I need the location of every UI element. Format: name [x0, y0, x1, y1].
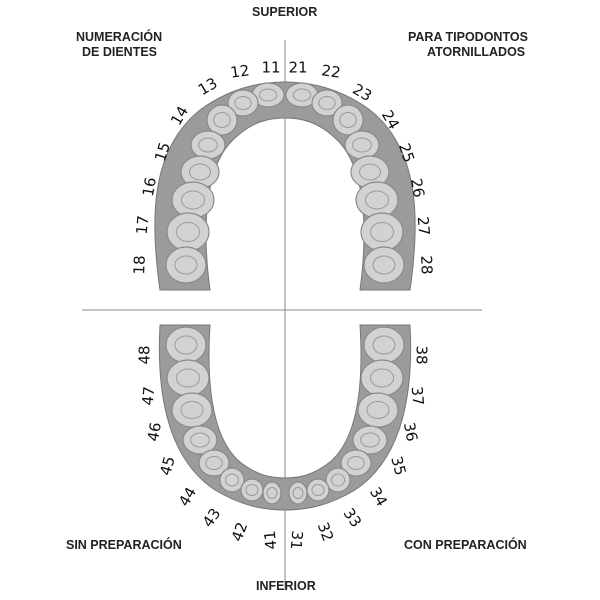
tooth-number-32: 32: [314, 520, 337, 544]
lower-left-tooth: [352, 425, 388, 455]
upper-right-tooth: [206, 104, 238, 136]
lower-left-tooth: [340, 449, 372, 477]
lower-right-tooth: [165, 326, 207, 364]
tooth-number-31: 31: [287, 530, 307, 551]
tooth-number-16: 16: [139, 176, 160, 198]
lower-right-tooth: [182, 425, 218, 455]
numeracion-title-line2: DE DIENTES: [82, 45, 158, 59]
tooth-number-44: 44: [175, 484, 200, 510]
con-preparacion-label: CON PREPARACIÓN: [404, 538, 527, 552]
tooth-number-17: 17: [133, 215, 153, 236]
lower-left-tooth: [288, 481, 308, 505]
lower-left-tooth: [357, 392, 399, 428]
tooth-number-36: 36: [400, 421, 421, 443]
upper-left-tooth: [350, 155, 390, 189]
lower-left-tooth: [325, 467, 351, 493]
upper-left-tooth: [360, 212, 404, 252]
tooth-number-47: 47: [139, 386, 159, 407]
tooth-number-48: 48: [136, 345, 154, 364]
upper-right-tooth: [180, 155, 220, 189]
tooth-number-13: 13: [195, 74, 221, 99]
tooth-number-25: 25: [395, 141, 418, 165]
upper-left-tooth: [344, 130, 380, 160]
tooth-number-33: 33: [340, 505, 366, 531]
tooth-number-12: 12: [229, 61, 250, 81]
tipodontos-title-line2: ATORNILLADOS: [427, 45, 526, 59]
upper-right-tooth: [171, 181, 215, 219]
tooth-number-26: 26: [407, 177, 428, 199]
tooth-number-34: 34: [366, 484, 391, 510]
upper-right-tooth: [166, 212, 210, 252]
tooth-number-21: 21: [288, 59, 307, 77]
upper-arch: [154, 81, 416, 291]
upper-left-tooth: [363, 246, 405, 284]
upper-left-tooth: [355, 181, 399, 219]
lower-left-tooth: [360, 359, 404, 397]
lower-left-tooth: [363, 326, 405, 364]
lower-arch: [158, 324, 412, 511]
lower-right-tooth: [240, 478, 264, 502]
upper-left-tooth: [285, 82, 319, 108]
lower-right-tooth: [219, 467, 245, 493]
superior-label: SUPERIOR: [252, 5, 318, 19]
tooth-number-28: 28: [417, 255, 436, 275]
tooth-number-41: 41: [261, 530, 281, 551]
tooth-number-35: 35: [387, 454, 409, 477]
tooth-number-37: 37: [408, 386, 428, 407]
lower-right-tooth: [198, 449, 230, 477]
upper-left-tooth: [311, 89, 343, 117]
tooth-number-38: 38: [413, 345, 431, 364]
sin-preparacion-label: SIN PREPARACIÓN: [66, 538, 182, 552]
tooth-number-42: 42: [228, 520, 251, 544]
upper-right-tooth: [227, 89, 259, 117]
tooth-number-46: 46: [144, 421, 165, 443]
lower-right-tooth: [262, 481, 282, 505]
tooth-number-27: 27: [414, 216, 434, 237]
tooth-number-22: 22: [320, 61, 341, 81]
lower-right-tooth: [166, 359, 210, 397]
upper-left-tooth: [332, 104, 364, 136]
tooth-number-11: 11: [261, 59, 280, 77]
tipodontos-title-line1: PARA TIPODONTOS: [408, 30, 528, 44]
tooth-number-18: 18: [130, 255, 149, 275]
tooth-number-45: 45: [156, 454, 178, 477]
upper-right-tooth: [165, 246, 207, 284]
upper-right-tooth: [190, 130, 226, 160]
tooth-number-43: 43: [199, 505, 225, 531]
numeracion-title-line1: NUMERACIÓN: [76, 30, 163, 44]
lower-left-tooth: [306, 478, 330, 502]
inferior-label: INFERIOR: [256, 579, 316, 593]
tooth-number-15: 15: [151, 140, 174, 164]
lower-right-tooth: [171, 392, 213, 428]
